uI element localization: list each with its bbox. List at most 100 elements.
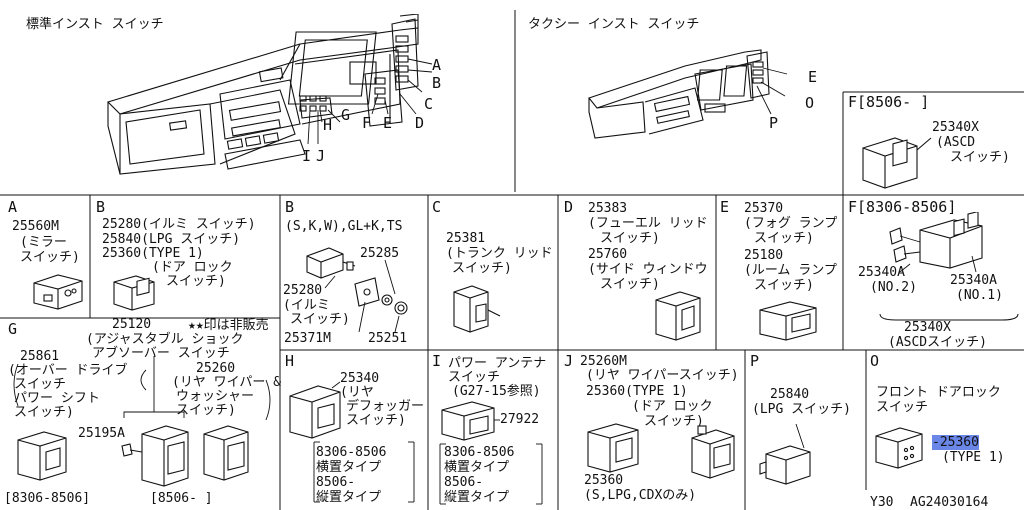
rear-defogger-switch-icon — [289, 381, 415, 503]
panel-h-note-2: 横置タイプ — [316, 460, 382, 475]
panel-c-letter: C — [432, 198, 442, 216]
panel-g-p2-desc-4: スイッチ) — [14, 405, 74, 420]
panel-i-note-2: 横置タイプ — [444, 460, 510, 475]
panel-g-part-3: 25260 — [196, 361, 236, 376]
panel-b2-part-2: 25280 — [283, 283, 323, 298]
panel-e-line-5: (ルーム ランプ — [744, 263, 837, 278]
panel-i-desc-3: (G27-15参照) — [452, 384, 541, 399]
panel-g-note-text: ★印は非販売 — [195, 318, 269, 333]
panel-o-part-number: 25360 — [939, 435, 979, 450]
panel-i-note-3: 8506- — [444, 475, 484, 490]
panel-e-line-4: 25180 — [744, 248, 784, 263]
panel-g-date-left: [8306-8506] — [4, 491, 91, 506]
panel-e-letter: E — [720, 198, 730, 216]
callout-e: E — [383, 114, 393, 132]
assy-bracket — [879, 313, 1019, 321]
panel-h-note-1: 8306-8506 — [316, 445, 387, 460]
panel-f-top-title: F[8506- ] — [848, 93, 930, 111]
panel-i-note-1: 8306-8506 — [444, 445, 515, 460]
panel-b1-line-2: 25840(LPG スイッチ) — [102, 232, 241, 247]
panel-d-line-1: 25383 — [588, 201, 628, 216]
panel-g-part-1: 25120 — [112, 317, 152, 332]
panel-i-note-4: 縦置タイプ — [444, 490, 510, 505]
panel-i-part: 27922 — [500, 412, 540, 427]
panel-o-desc-1: フロント ドアロック — [876, 385, 1001, 400]
panel-a-desc-1: (ミラー — [20, 235, 67, 250]
taxi-callout-e: E — [808, 68, 818, 86]
panel-h-part: 25340 — [340, 371, 380, 386]
panel-b2-letter: B — [285, 198, 295, 216]
panel-o-part: -25360 — [932, 435, 979, 450]
panel-b2-part-1: 25285 — [360, 246, 400, 261]
panel-f-mid-right-part: 25340A — [950, 273, 997, 288]
panel-h-note-3: 8506- — [316, 475, 356, 490]
panel-i-letter: I — [432, 352, 442, 370]
lpg-switch-icon — [759, 423, 811, 485]
panel-b2-part-4: 25251 — [368, 331, 408, 346]
callout-c: C — [424, 95, 434, 113]
window-switch-icon — [655, 291, 701, 341]
callout-g: G — [341, 106, 351, 124]
panel-h-desc-3: スイッチ) — [346, 413, 406, 428]
panel-f-mid-left-no: (NO.2) — [870, 280, 917, 295]
panel-j-letter: J — [564, 352, 574, 370]
trunk-lid-switch-icon — [453, 285, 501, 333]
panel-g-p1-desc-2: アブソーバー スイッチ — [92, 346, 230, 361]
callout-a: A — [432, 56, 442, 74]
panel-a-desc-2: スイッチ) — [20, 250, 80, 265]
mirror-switch-icon — [33, 274, 83, 310]
panel-i-desc-1: パワー アンテナ — [448, 356, 547, 371]
panel-f-top-desc-2: スイッチ) — [950, 150, 1010, 165]
panel-p-desc: (LPG スイッチ) — [752, 402, 851, 417]
panel-b1-line-3: 25360(TYPE 1) — [102, 246, 204, 261]
panel-b1-line-4: (ドア ロック — [152, 260, 233, 275]
panel-j-line-2: (リヤ ワイパースイッチ) — [586, 368, 739, 383]
front-door-lock-switch-icon — [875, 427, 923, 469]
panel-g-p1-desc-1: (アジャスタブル ショック — [86, 332, 244, 347]
ascd-switch-pair-icon — [889, 212, 983, 272]
panel-f-mid-right-no: (NO.1) — [956, 288, 1003, 303]
panel-g-part-2: 25861 — [20, 349, 60, 364]
panel-b2-header: (S,K,W),GL+K,TS — [285, 219, 403, 234]
panel-g-p3-desc-3: スイッチ) — [176, 403, 236, 418]
panel-p-letter: P — [750, 352, 760, 370]
panel-j-line-4: (ドア ロック — [632, 399, 713, 414]
panel-g-date-right: [8506- ] — [150, 491, 213, 506]
callout-b: B — [432, 74, 442, 92]
panel-c-desc-2: スイッチ) — [452, 261, 512, 276]
panel-f-mid-left-part: 25340A — [858, 265, 905, 280]
callout-i: I — [302, 147, 312, 165]
panel-b2-part-3: 25371M — [284, 331, 331, 346]
panel-f-mid-title: F[8306-8506] — [848, 198, 957, 216]
panel-d-line-5: (サイド ウィンドウ — [588, 262, 708, 277]
taxi-title: タクシー インスト スイッチ — [528, 17, 700, 32]
panel-a-part: 25560M — [12, 219, 59, 234]
panel-p-part: 25840 — [770, 387, 810, 402]
panel-e-line-3: スイッチ) — [754, 231, 814, 246]
panel-g-p3-desc-1: (リヤ ワイパー & — [172, 375, 282, 390]
panel-f-mid-assy: 25340X — [904, 320, 951, 335]
panel-g-p2-desc-2: スイッチ — [14, 377, 67, 392]
panel-i-desc-2: スイッチ — [448, 370, 501, 385]
panel-b2-desc-2: スイッチ) — [290, 312, 350, 327]
taxi-callout-o: O — [805, 94, 815, 112]
panel-c-desc-1: (トランク リッド — [446, 246, 553, 261]
panel-f-top-desc-1: (ASCD — [936, 135, 976, 150]
panel-f-top-part: 25340X — [932, 120, 979, 135]
panel-b1-line-1: 25280(イルミ スイッチ) — [102, 217, 256, 232]
panel-o-desc-2: スイッチ — [876, 400, 929, 415]
illumination-switch-parts-icon — [306, 247, 408, 333]
power-antenna-switch-icon — [439, 401, 543, 505]
footer-code: AG24030164 — [910, 495, 989, 510]
callout-f: F — [362, 114, 372, 132]
panel-h-desc-2: デフォッガー — [346, 399, 425, 414]
panel-j-part-2: 25360 — [584, 473, 624, 488]
taxi-dashboard-illustration — [588, 49, 788, 139]
panel-h-letter: H — [285, 352, 295, 370]
door-lock-switch-icon — [113, 275, 155, 311]
panel-o-type: (TYPE 1) — [942, 450, 1005, 465]
panel-d-letter: D — [564, 198, 574, 216]
panel-j-line-3: 25360(TYPE 1) — [586, 384, 688, 399]
callout-j: J — [316, 147, 326, 165]
